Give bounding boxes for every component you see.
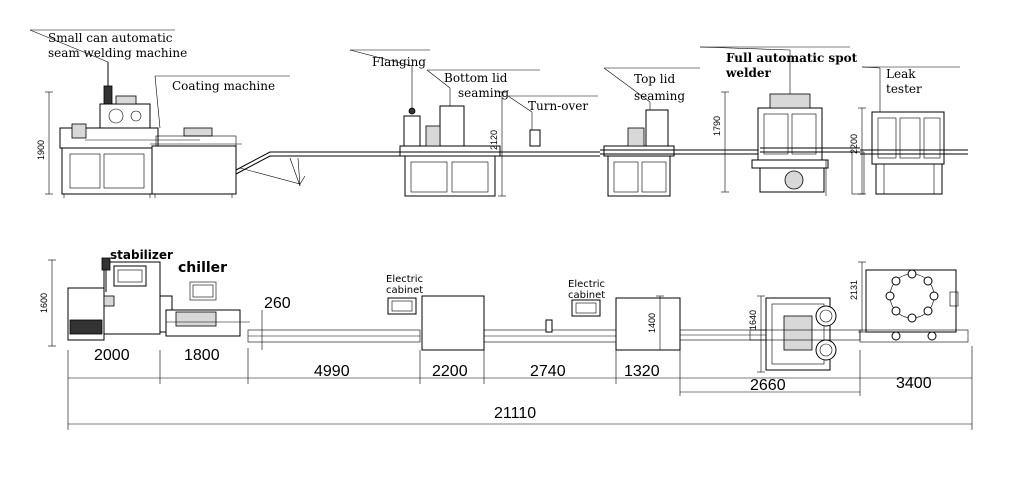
seam-welder-label-1: Small can automatic [48,31,173,45]
electric-cabinet-2-label-2: cabinet [568,290,605,301]
length-machine-1: 2200 [432,363,468,380]
flanging-bottom-seamer [399,66,600,197]
side-view: Small can automatic seam welding machine… [29,29,968,198]
conveyor-width: 260 [264,295,291,312]
length-conveyor-2: 2740 [530,363,566,380]
chiller-top [165,281,250,337]
top-view: stabilizer chiller Electric cabinet Elec… [39,248,973,430]
electric-cabinet-2-label-1: Electric [568,279,605,290]
depth-spot: 1640 [748,310,758,330]
callout-leaders [29,29,960,129]
seam-welder-label-2: seam welding machine [48,46,187,60]
seam-welding-machine [59,62,200,198]
top-conveyor-2 [483,319,617,343]
length-spot-welder: 2660 [750,377,786,394]
depth-cabinet: 1400 [647,313,657,333]
machine-2-top [571,297,681,351]
spot-welder-top [749,297,861,371]
top-conveyor-3 [679,329,767,341]
length-conveyor-1: 4990 [314,363,350,380]
height-spot: 1790 [712,116,722,136]
side-conveyor-1 [235,151,400,187]
spot-welder-side [751,50,860,196]
top-dimension-lines-h [67,346,973,430]
chiller-label: chiller [178,260,227,276]
depth-welder: 1600 [39,293,49,313]
top-lid-seamer [600,102,760,197]
leak-tester-side [851,68,968,195]
leak-tester-top [859,269,969,343]
electric-cabinet-1-label-1: Electric [386,274,423,285]
coating-label: Coating machine [172,79,275,93]
height-seamer: 2120 [489,130,499,150]
spot-welder-label-1: Full automatic spot [726,51,858,65]
spot-welder-label-2: welder [725,66,772,80]
bottom-lid-label-2: seaming [458,86,509,100]
top-conveyor-1 [247,329,421,343]
leak-tester-label-1: Leak [886,67,916,81]
length-total: 21110 [494,405,536,422]
side-dimension-lines [45,91,866,197]
bottom-lid-label-1: Bottom lid [444,71,508,85]
top-lid-label-1: Top lid [634,72,675,86]
turnover-label: Turn-over [528,99,588,113]
length-chiller: 1800 [184,347,220,364]
stabilizer-label: stabilizer [110,248,173,262]
height-welder: 1900 [36,140,46,160]
electric-cabinet-1-label-2: cabinet [386,285,423,296]
depth-leak: 2131 [849,280,859,300]
leak-tester-label-2: tester [886,82,922,96]
top-dimension-lines-v [48,259,866,373]
height-leak: 2200 [849,134,859,154]
top-lid-label-2: seaming [634,89,685,103]
length-machine-2: 1320 [624,363,660,380]
flanging-label: Flanging [372,55,426,69]
welder-top [67,257,173,341]
length-leak-tester: 3400 [896,375,932,392]
length-welder: 2000 [94,347,130,364]
coating-machine [150,127,242,198]
machine-1-top [387,295,485,351]
